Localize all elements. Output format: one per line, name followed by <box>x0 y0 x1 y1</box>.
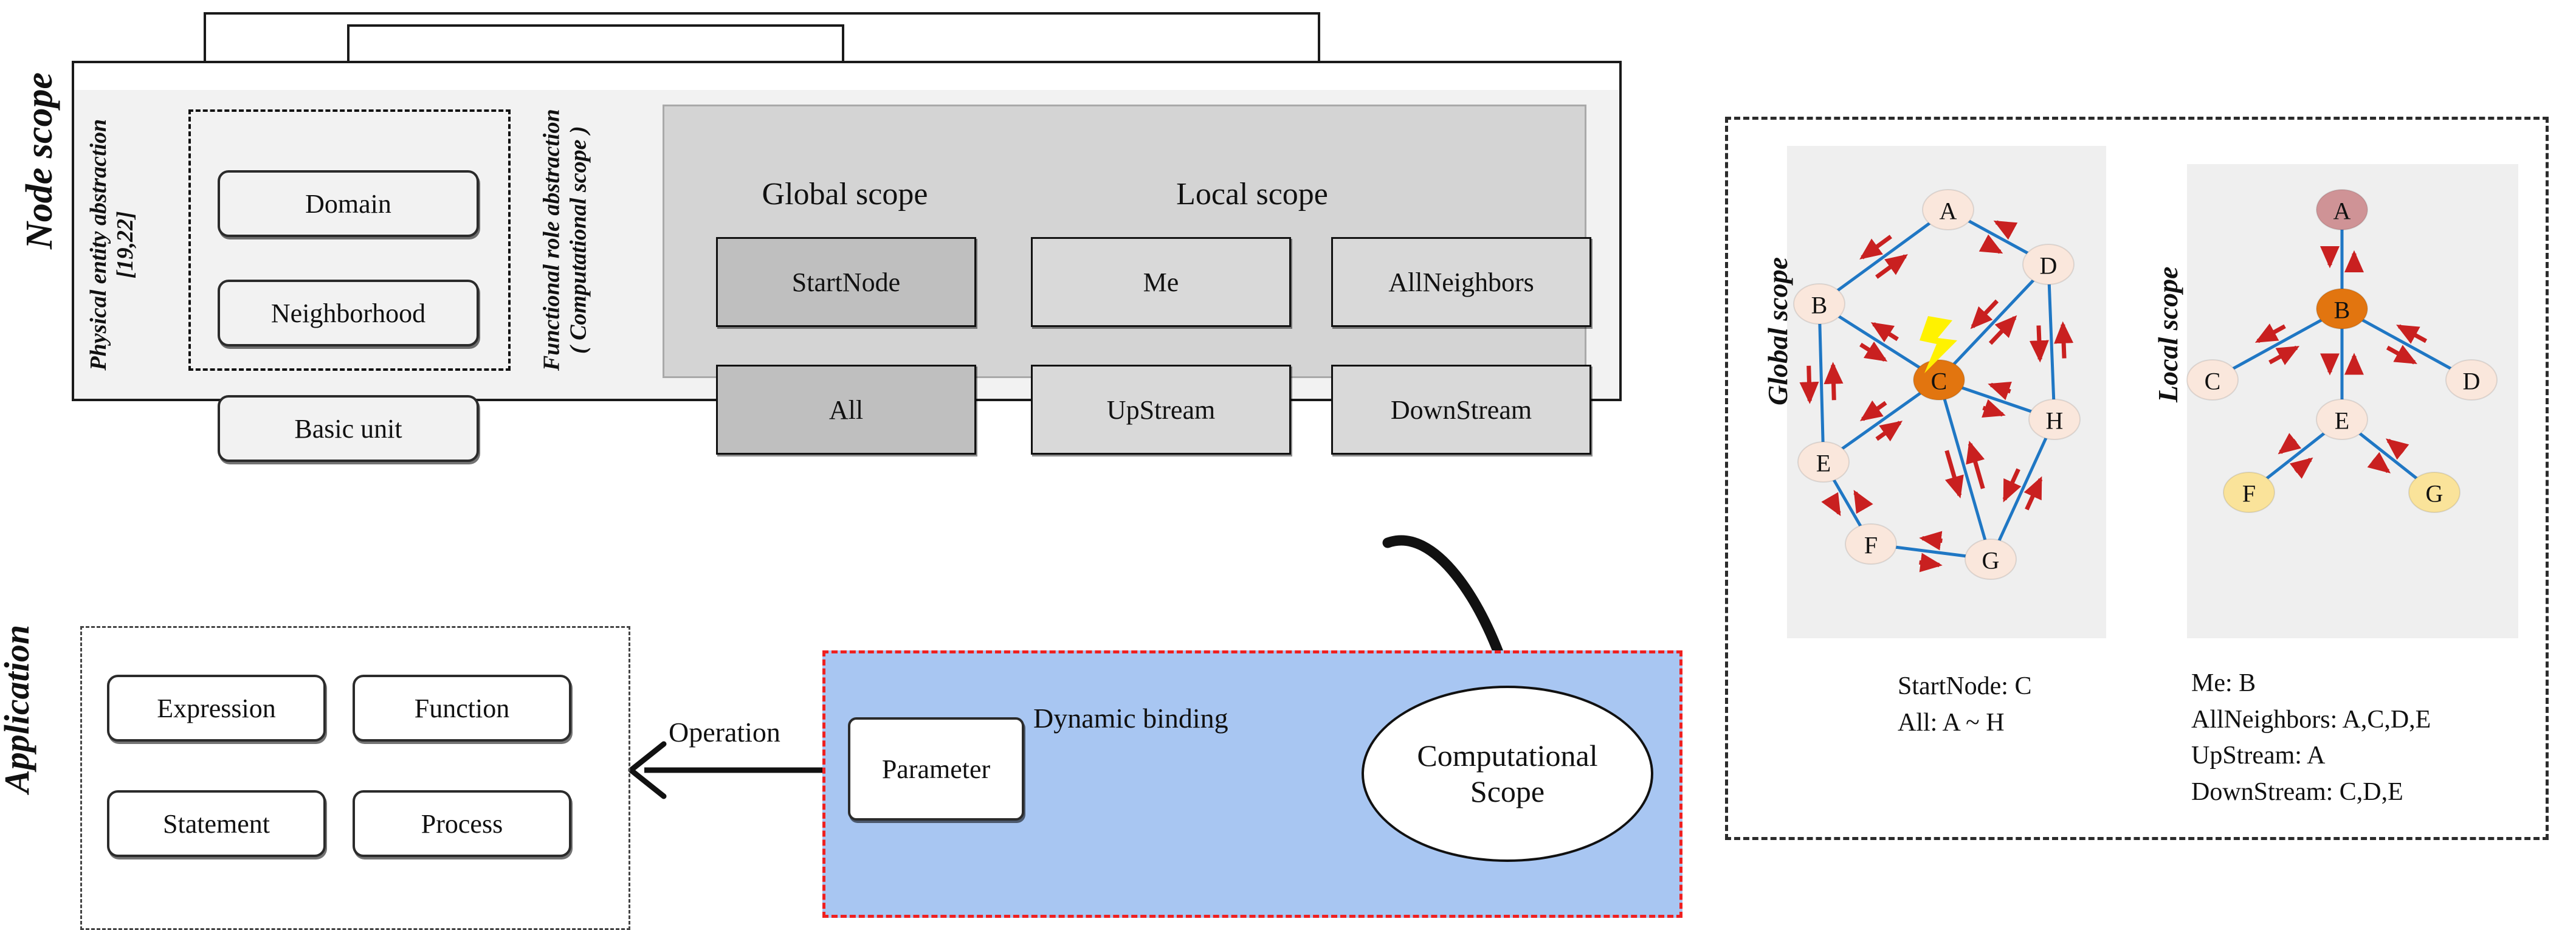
scope-item-upstream[interactable]: UpStream <box>1031 365 1291 455</box>
global-scope-legend: StartNode: C All: A ~ H <box>1898 672 2032 737</box>
operation-label: Operation <box>669 717 780 748</box>
scope-item-all[interactable]: All <box>716 365 976 455</box>
local-scope-legend: Me: B AllNeighbors: A,C,D,E UpStream: A … <box>2191 669 2431 806</box>
local-scope-title: Local scope <box>1176 177 1328 212</box>
scope-item-me[interactable]: Me <box>1031 237 1291 327</box>
computational-scope-ellipse[interactable]: Computational Scope <box>1362 686 1653 862</box>
box-basic-unit[interactable]: Basic unit <box>218 395 479 462</box>
physical-entity-dashed-group <box>188 109 511 371</box>
arrow-parameter-to-application <box>628 741 846 799</box>
box-expression[interactable]: Expression <box>107 675 326 742</box>
physical-entity-abstraction-text: Physical entity abstraction [19,22] <box>86 119 138 371</box>
box-neighborhood[interactable]: Neighborhood <box>218 280 479 346</box>
global-scope-title: Global scope <box>762 177 928 212</box>
box-function[interactable]: Function <box>353 675 571 742</box>
application-dashed-group <box>80 626 630 930</box>
dynamic-binding-label: Dynamic binding <box>1033 703 1228 734</box>
box-domain[interactable]: Domain <box>218 170 479 237</box>
global-scope-example-label: Global scope <box>1762 257 1793 405</box>
box-statement[interactable]: Statement <box>107 790 326 857</box>
box-process[interactable]: Process <box>353 790 571 857</box>
node-scope-rail-label: Node scope <box>19 72 60 249</box>
computational-scope-ellipse-text: Computational Scope <box>1417 739 1598 808</box>
figure-root: Node scope Application Physical entity a… <box>0 12 2549 930</box>
scope-item-startnode[interactable]: StartNode <box>716 237 976 327</box>
local-scope-example-label: Local scope <box>2152 266 2183 402</box>
functional-role-abstraction-label: Functional role abstraction ( Computatio… <box>539 109 591 371</box>
global-scope-graph-canvas <box>1787 146 2106 638</box>
scope-item-allneighbors[interactable]: AllNeighbors <box>1331 237 1591 327</box>
scope-item-downstream[interactable]: DownStream <box>1331 365 1591 455</box>
box-parameter[interactable]: Parameter <box>848 717 1024 821</box>
local-scope-graph-canvas <box>2187 164 2518 638</box>
functional-role-abstraction-text: Functional role abstraction ( Computatio… <box>539 109 591 371</box>
physical-entity-abstraction-label: Physical entity abstraction [19,22] <box>86 119 138 371</box>
examples-dashed-panel <box>1725 117 2549 840</box>
application-rail-label: Application <box>0 624 36 793</box>
